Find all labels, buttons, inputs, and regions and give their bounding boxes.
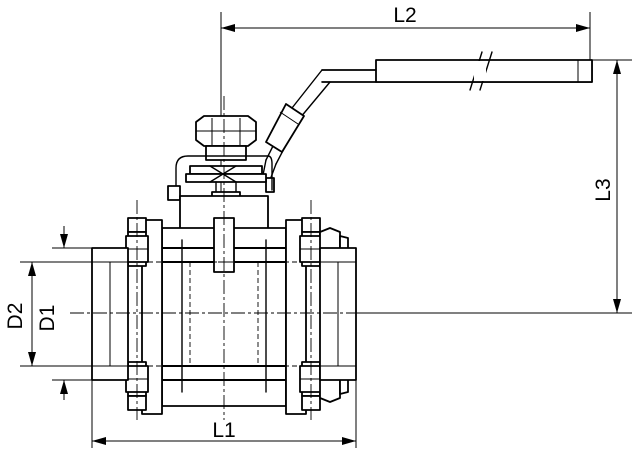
left-end-connection: [91, 247, 129, 381]
dimension-label-l3: L3: [592, 178, 615, 201]
dimension-label-d1: D1: [36, 305, 59, 332]
handle-lever: [261, 51, 593, 193]
dimension-label-l2: L2: [393, 4, 416, 27]
dimension-l1: L1: [91, 368, 357, 448]
dimension-l3: L3: [360, 59, 632, 314]
stem-nut: [167, 115, 273, 203]
dimension-label-d2: D2: [4, 303, 27, 330]
dimension-d2: D2: [4, 261, 92, 367]
left-flange: [125, 217, 163, 415]
right-flange: [285, 217, 323, 415]
center-lines: [70, 96, 370, 420]
dimension-label-l1: L1: [212, 419, 235, 442]
right-end-connection: [319, 247, 357, 381]
